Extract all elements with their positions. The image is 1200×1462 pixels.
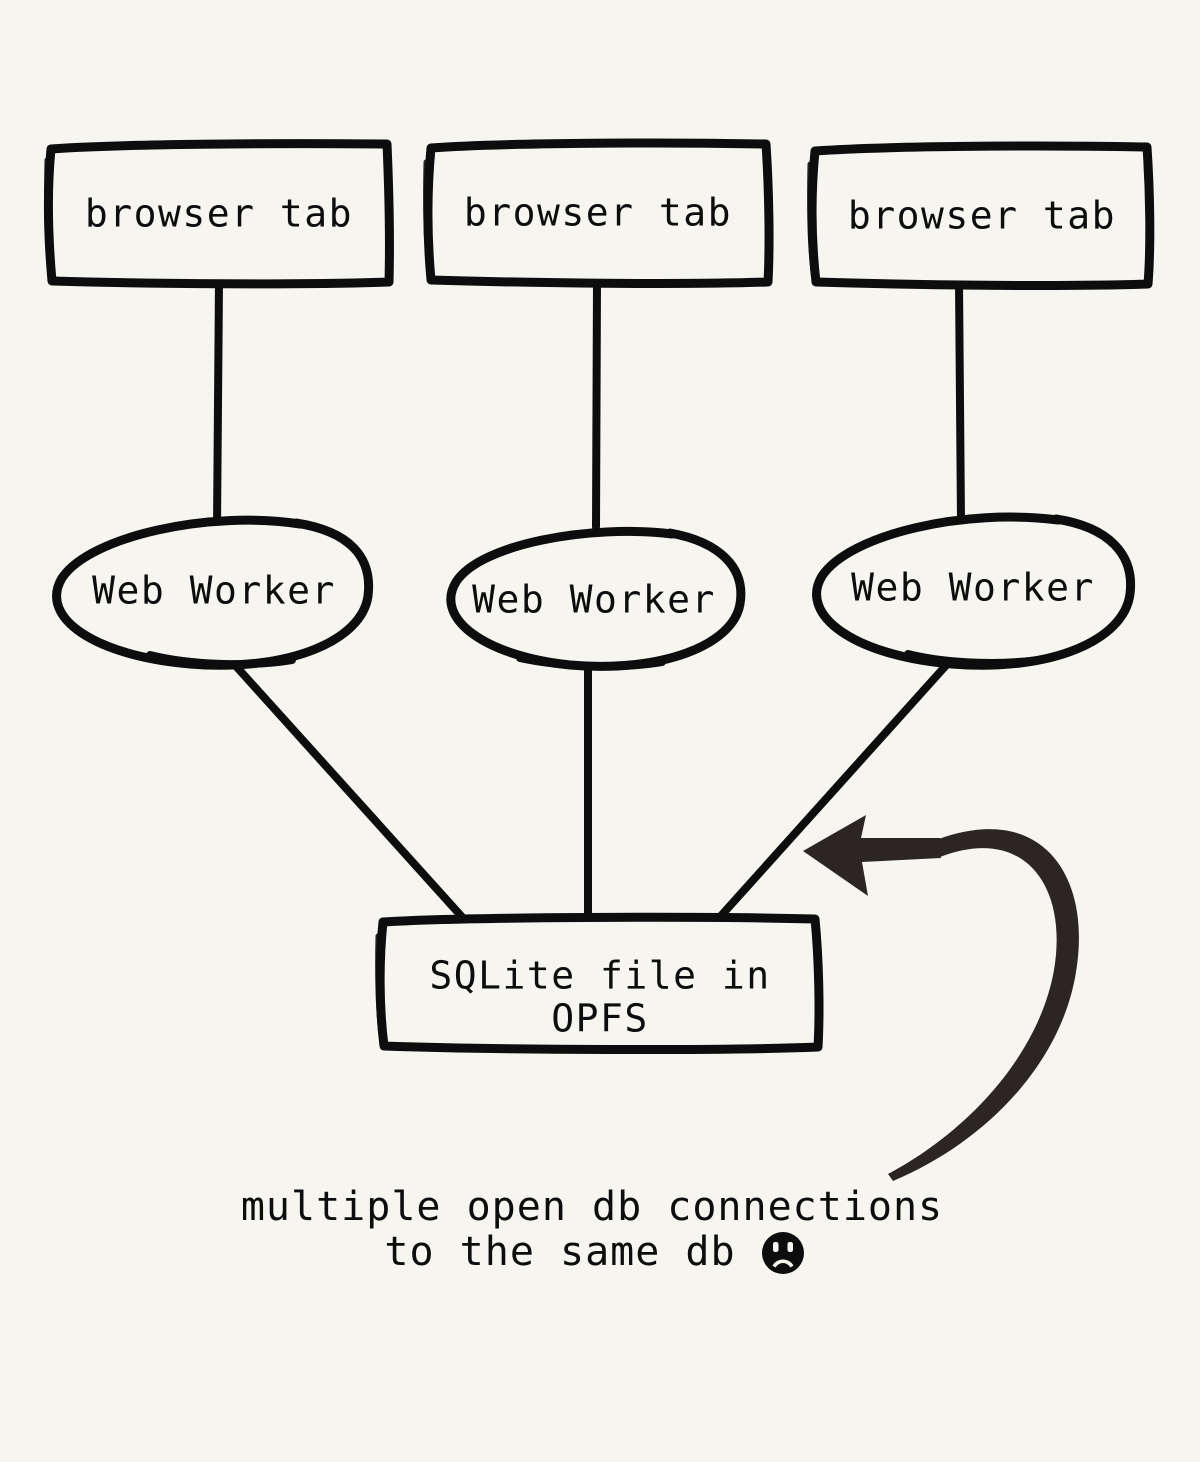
browser-tab-2-label: browser tab [464,191,732,235]
browser-tab-3-label: browser tab [848,194,1116,238]
browser-tab-3-border-sketch [807,161,817,282]
web-worker-1-border-sketch [146,651,296,669]
web-worker-3[interactable]: Web Worker [812,512,1136,670]
browser-tab-1-label: browser tab [85,192,353,236]
connector-tab1-to-worker1 [213,277,223,531]
web-worker-2[interactable]: Web Worker [444,526,746,671]
browser-tab-2-border-sketch [423,159,433,280]
connector-group [213,277,965,922]
web-worker-2-border-sketch [516,654,666,671]
browser-tab-1-border-sketch [44,157,53,279]
browser-tab-3[interactable]: browser tab [807,141,1155,290]
annotation-caption: multiple open db connections to the same… [241,1184,943,1275]
frowning-face-emoji [762,1232,804,1274]
web-worker-3-label: Web Worker [851,566,1095,610]
web-worker-3-border-sketch [904,650,1054,667]
browser-tab-2[interactable]: browser tab [423,138,774,288]
sqlite-opfs-label-line-1: SQLite file in [429,954,770,998]
annotation-curved-arrow [803,815,1079,1181]
connector-worker1-to-storage [230,660,467,922]
web-worker-1[interactable]: Web Worker [52,515,374,670]
connector-worker3-to-storage [715,657,954,922]
annotation-caption-line-1: multiple open db connections [241,1184,943,1230]
annotation-caption-line-2: to the same db [384,1229,735,1275]
annotation-arrowhead-icon [803,815,941,896]
sqlite-opfs-label-line-2: OPFS [551,997,649,1041]
web-worker-1-label: Web Worker [92,569,336,613]
connector-tab3-to-worker3 [955,279,965,526]
browser-tab-1[interactable]: browser tab [43,139,394,289]
sqlite-opfs-node[interactable]: SQLite file in OPFS [375,912,824,1055]
sqlite-opfs-border-sketch [375,933,385,1045]
annotation-arrow-body [888,829,1079,1181]
connector-tab2-to-worker2 [592,277,601,531]
web-worker-2-label: Web Worker [472,578,716,622]
